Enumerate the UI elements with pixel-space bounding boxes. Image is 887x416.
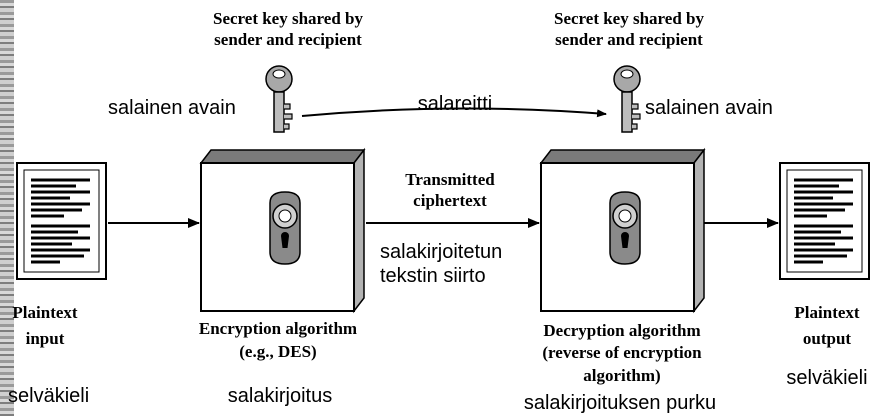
encryption-box [199,147,366,314]
plaintext-output-label: Plaintext output [794,303,860,349]
keyhole-lock-icon [609,191,641,265]
fi-encryption-label: salakirjoitus [227,385,333,407]
fi-plaintext-input-label: selväkieli [8,385,90,407]
fi-decryption-label: salakirjoituksen purku [523,392,717,414]
secure-channel-arrow [301,107,607,118]
fi-plaintext-output-label: selväkieli [786,367,868,389]
encryption-algorithm-label: Encryption algorithm (e.g., DES) [198,319,358,361]
plaintext-input-label: Plaintext input [12,303,78,349]
fi-transmission-label: salakirjoitetun tekstin siirto [380,241,503,287]
keyhole-lock-icon [269,191,301,265]
key-caption-left: Secret key shared by sender and recipien… [212,9,363,50]
fi-secure-channel-label: salareitti [417,93,493,115]
decryption-box [539,147,706,314]
plaintext-input-document-icon [16,162,107,280]
edge-texture [0,0,14,416]
decryption-algorithm-label: Decryption algorithm (reverse of encrypt… [542,321,702,385]
key-icon-left [265,65,293,133]
key-icon-right [613,65,641,133]
key-caption-right: Secret key shared by sender and recipien… [553,9,704,50]
fi-key-label-left: salainen avain [108,97,236,119]
fi-key-label-right: salainen avain [645,97,773,119]
transmitted-ciphertext-label: Transmitted ciphertext [405,170,495,211]
plaintext-output-document-icon [779,162,870,280]
